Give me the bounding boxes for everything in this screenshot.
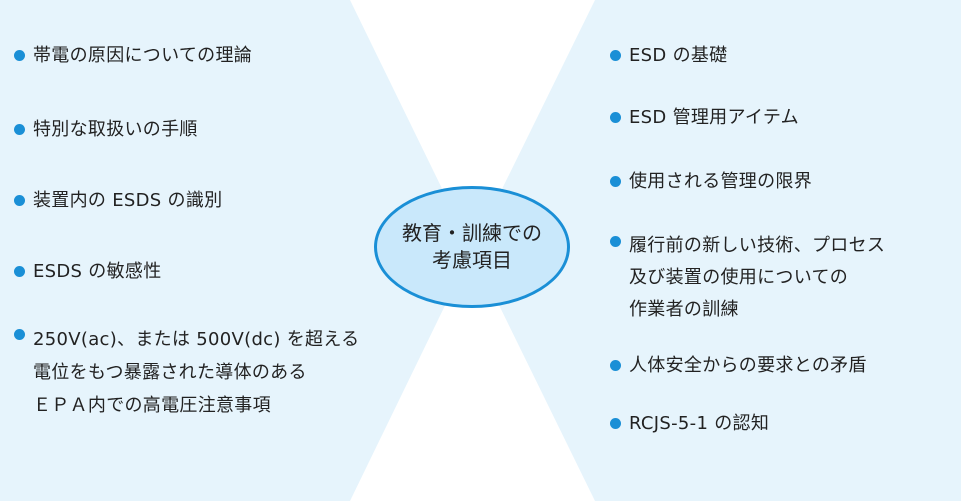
bullet-icon bbox=[14, 195, 25, 206]
left-item-3: 装置内の ESDS の識別 bbox=[14, 189, 222, 213]
left-panel bbox=[0, 0, 472, 501]
right-item-3: 使用される管理の限界 bbox=[610, 170, 812, 194]
left-item-2-line-1: 特別な取扱いの手順 bbox=[33, 119, 198, 140]
bullet-icon bbox=[610, 236, 621, 247]
center-title-line-2: 考慮項目 bbox=[432, 248, 512, 272]
right-item-5-line-1: 人体安全からの要求との矛盾 bbox=[629, 355, 867, 376]
left-item-4-line-1: ESDS の敏感性 bbox=[33, 261, 162, 282]
right-item-3-line-1: 使用される管理の限界 bbox=[629, 171, 812, 192]
right-item-6-line-1: RCJS-5-1 の認知 bbox=[629, 413, 770, 434]
left-item-2: 特別な取扱いの手順 bbox=[14, 118, 198, 142]
left-item-4: ESDS の敏感性 bbox=[14, 260, 162, 284]
right-item-4-line-3: 作業者の訓練 bbox=[629, 299, 739, 320]
left-item-5-line-1: 250V(ac)、または 500V(dc) を超える bbox=[33, 329, 360, 350]
center-ellipse: 教育・訓練での 考慮項目 bbox=[374, 186, 570, 308]
right-item-4: 履行前の新しい技術、プロセス 及び装置の使用についての 作業者の訓練 bbox=[610, 230, 885, 326]
bullet-icon bbox=[610, 360, 621, 371]
left-item-5-line-3: ＥＰＡ内での高電圧注意事項 bbox=[33, 395, 271, 416]
right-item-5: 人体安全からの要求との矛盾 bbox=[610, 354, 867, 378]
right-item-2-line-1: ESD 管理用アイテム bbox=[629, 107, 799, 128]
left-item-1-line-1: 帯電の原因についての理論 bbox=[33, 45, 253, 66]
left-item-1: 帯電の原因についての理論 bbox=[14, 44, 252, 68]
bullet-icon bbox=[14, 329, 25, 340]
bullet-icon bbox=[14, 50, 25, 61]
left-item-5: 250V(ac)、または 500V(dc) を超える 電位をもつ暴露された導体の… bbox=[14, 323, 359, 422]
left-item-5-line-2: 電位をもつ暴露された導体のある bbox=[33, 362, 307, 383]
right-item-1: ESD の基礎 bbox=[610, 44, 727, 68]
right-panel bbox=[472, 0, 961, 501]
bullet-icon bbox=[610, 176, 621, 187]
bullet-icon bbox=[610, 418, 621, 429]
bullet-icon bbox=[14, 124, 25, 135]
bullet-icon bbox=[610, 112, 621, 123]
right-item-2: ESD 管理用アイテム bbox=[610, 106, 799, 130]
left-item-3-line-1: 装置内の ESDS の識別 bbox=[33, 190, 223, 211]
center-title-line-1: 教育・訓練での bbox=[402, 221, 542, 245]
bullet-icon bbox=[610, 50, 621, 61]
right-item-4-line-2: 及び装置の使用についての bbox=[629, 267, 849, 288]
right-item-6: RCJS-5-1 の認知 bbox=[610, 412, 769, 436]
right-item-1-line-1: ESD の基礎 bbox=[629, 45, 728, 66]
right-item-4-line-1: 履行前の新しい技術、プロセス bbox=[629, 235, 886, 256]
bullet-icon bbox=[14, 266, 25, 277]
